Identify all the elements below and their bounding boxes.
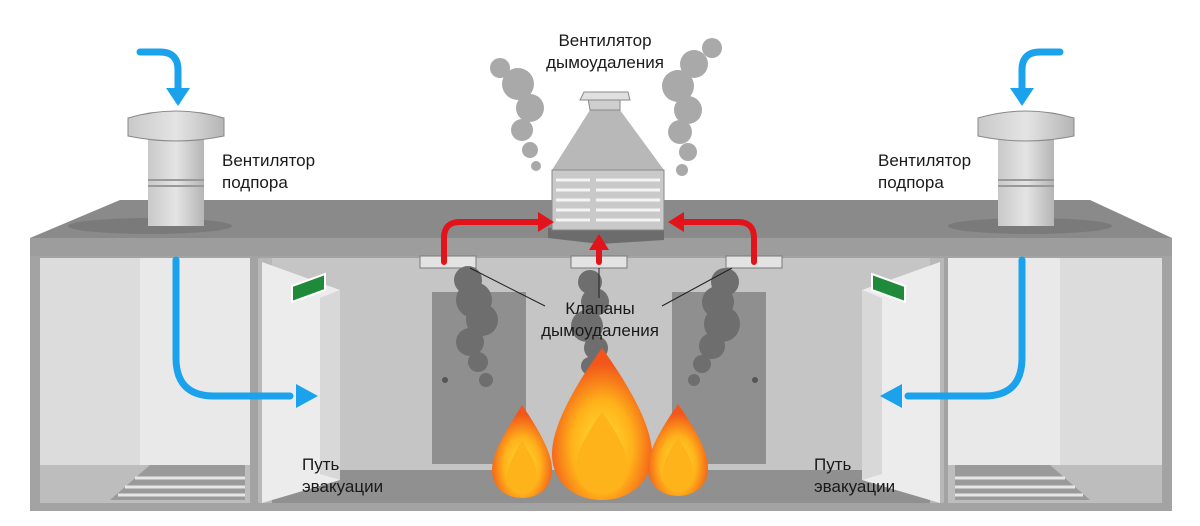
- supply-fan-right-label-line2: подпора: [878, 173, 944, 192]
- supply-fan-icon: [127, 110, 225, 226]
- supply-fan-right-label: Вентилятор подпора: [878, 150, 971, 194]
- stairs-icon: [110, 465, 1090, 500]
- exhaust-fan-label-line1: Вентилятор: [558, 31, 652, 50]
- evacuation-right-label: Путь эвакуации: [814, 454, 895, 498]
- exhaust-fan-icon: [548, 91, 665, 244]
- airflow-arrows: [136, 48, 1064, 400]
- right-evac-door: [862, 258, 944, 503]
- supply-fan-left-label: Вентилятор подпора: [222, 150, 315, 194]
- left-evac-door: [258, 258, 340, 503]
- airflow-arrowheads: [166, 88, 1034, 408]
- evacuation-right-label-line2: эвакуации: [814, 477, 896, 496]
- supply-fan-icon: [977, 110, 1075, 226]
- fire-icon: [492, 348, 708, 500]
- evacuation-left-label-line2: эвакуации: [302, 477, 384, 496]
- smoke-valves-label-line1: Клапаны: [565, 299, 635, 318]
- exhaust-fan-label: Вентилятор дымоудаления: [530, 30, 680, 74]
- smoke-valves-label: Клапаны дымоудаления: [520, 298, 680, 342]
- supply-fan-left-label-line1: Вентилятор: [222, 151, 316, 170]
- smoke-arrowheads: [538, 212, 684, 250]
- smoke-valves-label-line2: дымоудаления: [541, 321, 659, 340]
- evacuation-left-label: Путь эвакуации: [302, 454, 383, 498]
- supply-fan-left-label-line2: подпора: [222, 173, 288, 192]
- exhaust-fan-label-line2: дымоудаления: [546, 53, 664, 72]
- valve-leader-lines: [469, 267, 733, 307]
- evacuation-left-label-line1: Путь: [302, 455, 340, 474]
- exit-sign-icon: [291, 272, 906, 304]
- evacuation-right-label-line1: Путь: [814, 455, 852, 474]
- exhaust-smoke: [490, 38, 722, 176]
- supply-fan-right-label-line1: Вентилятор: [878, 151, 972, 170]
